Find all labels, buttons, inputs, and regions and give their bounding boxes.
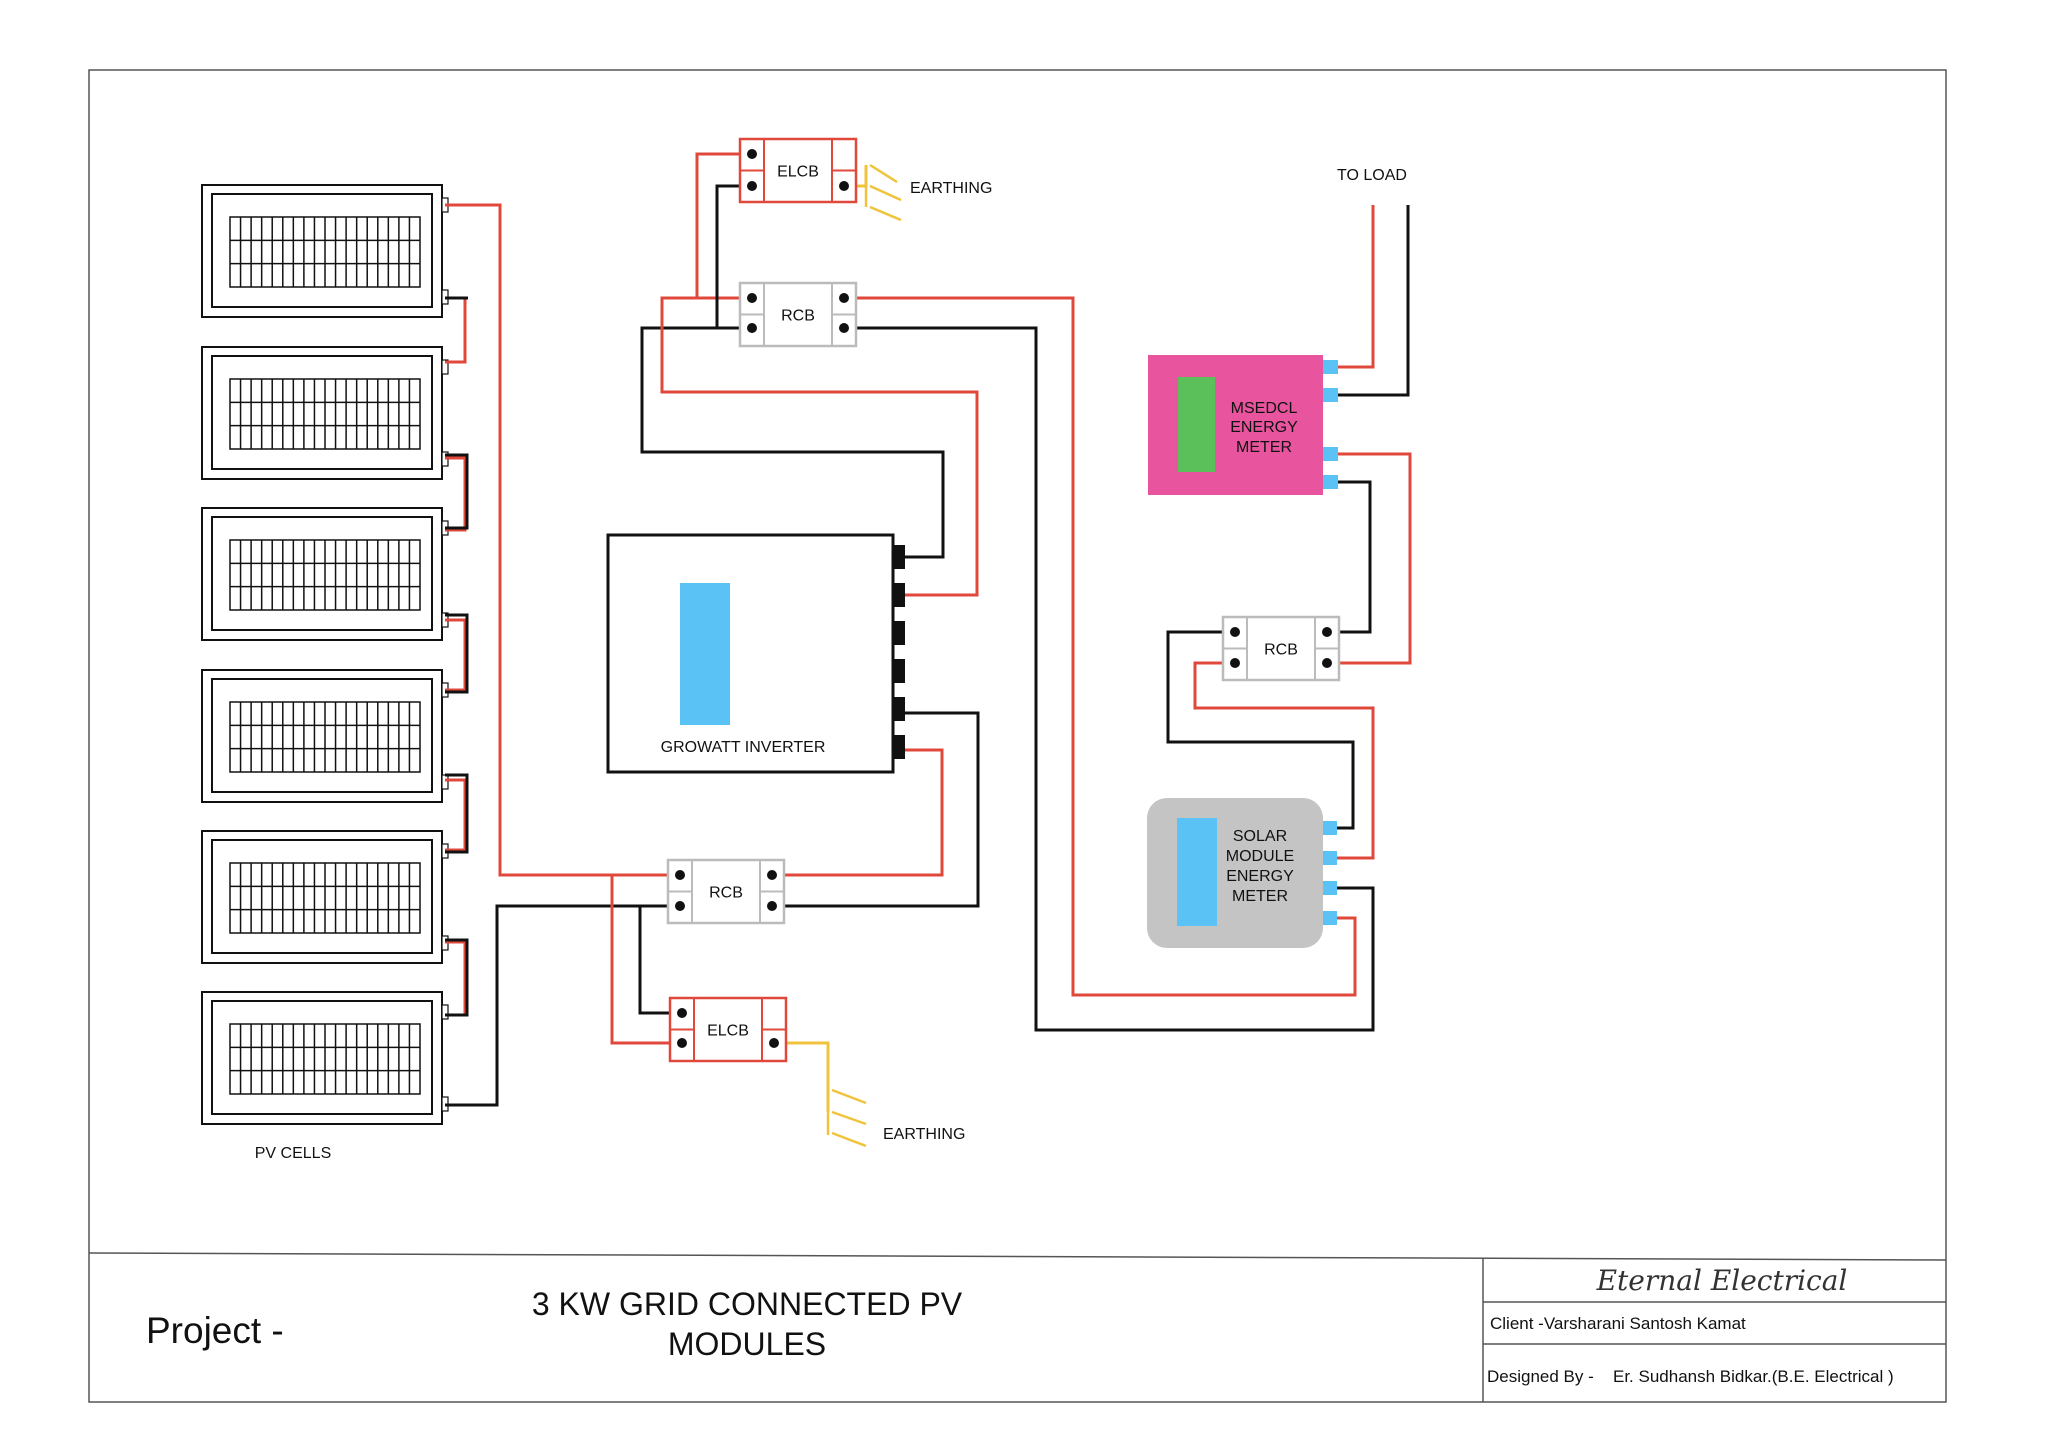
msedcl-label-1: MSEDCL (1231, 400, 1298, 417)
pv-positive-wire (445, 203, 678, 877)
pv-series-link (445, 773, 469, 854)
earthing-label-bottom: EARTHING (883, 1126, 965, 1143)
meter-display (1178, 377, 1215, 472)
rcb-top-label: RCB (781, 308, 815, 325)
pv-series-link (445, 938, 469, 1017)
elcb-top-label: ELCB (777, 164, 819, 181)
inverter-display (680, 583, 730, 725)
msedcl-energy-meter: MSEDCL ENERGY METER (1148, 355, 1338, 495)
pv-series-link (445, 940, 467, 1017)
solar-meter-rcb-red (1193, 661, 1375, 860)
inv-ac-black (640, 326, 945, 559)
solar-meter-label-2: MODULE (1226, 848, 1294, 865)
msedcl-label-2: ENERGY (1230, 419, 1298, 436)
load-black (1338, 205, 1410, 397)
elcb-bottom: ELCB (668, 996, 788, 1063)
rcb-dc: RCB (666, 858, 786, 925)
dc-rcb-inverter-black (772, 711, 980, 908)
rcb-right: RCB (1221, 615, 1341, 682)
solar-meter-terminals (1323, 821, 1337, 925)
rcb-msedcl-red (1336, 452, 1412, 665)
title-block (88, 1252, 1947, 1402)
designed-by-label: Designed By - (1487, 1367, 1594, 1386)
pv-series-link (445, 613, 469, 694)
pv-series-link (445, 456, 467, 532)
project-title-line1: 3 KW GRID CONNECTED PV (532, 1286, 963, 1322)
pv-array (201, 184, 449, 1125)
pv-panel (201, 991, 449, 1125)
inverter-label: GROWATT INVERTER (661, 739, 826, 756)
earthing-label-top: EARTHING (910, 180, 992, 197)
pv-panel (201, 346, 449, 480)
drawing-frame (88, 69, 1947, 1403)
elcb-top: ELCB (738, 137, 858, 204)
pv-series-link (445, 453, 469, 530)
wiring (445, 152, 1412, 1112)
earthing-symbol-top (864, 163, 902, 222)
load-red (1338, 205, 1375, 369)
solar-meter-rcb-black (1166, 630, 1355, 830)
dc-rcb-inverter-red (772, 748, 944, 877)
pv-panel (201, 830, 449, 964)
pv-series-link (445, 296, 467, 364)
earth-wire-bottom (773, 1041, 830, 1112)
pv-panel (201, 669, 449, 803)
rcb-right-label: RCB (1264, 642, 1298, 659)
solar-meter-label-1: SOLAR (1233, 828, 1287, 845)
pv-panel (201, 507, 449, 641)
breakers: ELCB RCB RCB RCB ELCB (666, 137, 1341, 1063)
growatt-inverter: GROWATT INVERTER (606, 533, 905, 774)
pv-negative-wire (445, 904, 678, 1107)
rcb-solar-meter-black (845, 326, 1375, 1032)
pv-series-link (445, 618, 467, 692)
solar-meter-label-4: METER (1232, 888, 1288, 905)
company-signature: Eternal Electrical (1596, 1264, 1848, 1297)
msedcl-label-3: METER (1236, 439, 1292, 456)
rcb-solar-meter-red (845, 296, 1357, 997)
solar-meter-label-3: ENERGY (1226, 868, 1294, 885)
dc-elcb-red (610, 875, 680, 1045)
dc-elcb-black (638, 906, 680, 1015)
solar-module-energy-meter: SOLAR MODULE ENERGY METER (1147, 798, 1337, 948)
to-load-label: TO LOAD (1337, 167, 1407, 184)
ac-elcb-red (695, 152, 752, 298)
earthing-symbol-bottom (826, 1088, 867, 1148)
pv-series-link (445, 778, 467, 852)
rcb-dc-label: RCB (709, 885, 743, 902)
rcb-msedcl-black (1336, 480, 1372, 634)
pv-panel (201, 184, 449, 318)
project-title-line2: MODULES (668, 1326, 826, 1362)
inv-ac-red (660, 296, 979, 597)
solar-meter-display (1177, 818, 1217, 926)
client-name: Client -Varsharani Santosh Kamat (1490, 1314, 1746, 1333)
meter-terminals (1323, 360, 1338, 489)
inverter-terminals (893, 545, 905, 759)
project-label: Project - (146, 1310, 284, 1351)
elcb-bottom-label: ELCB (707, 1023, 749, 1040)
designer-name: Er. Sudhansh Bidkar.(B.E. Electrical ) (1613, 1367, 1894, 1386)
pv-cells-label: PV CELLS (255, 1145, 331, 1162)
rcb-top: RCB (738, 281, 858, 348)
